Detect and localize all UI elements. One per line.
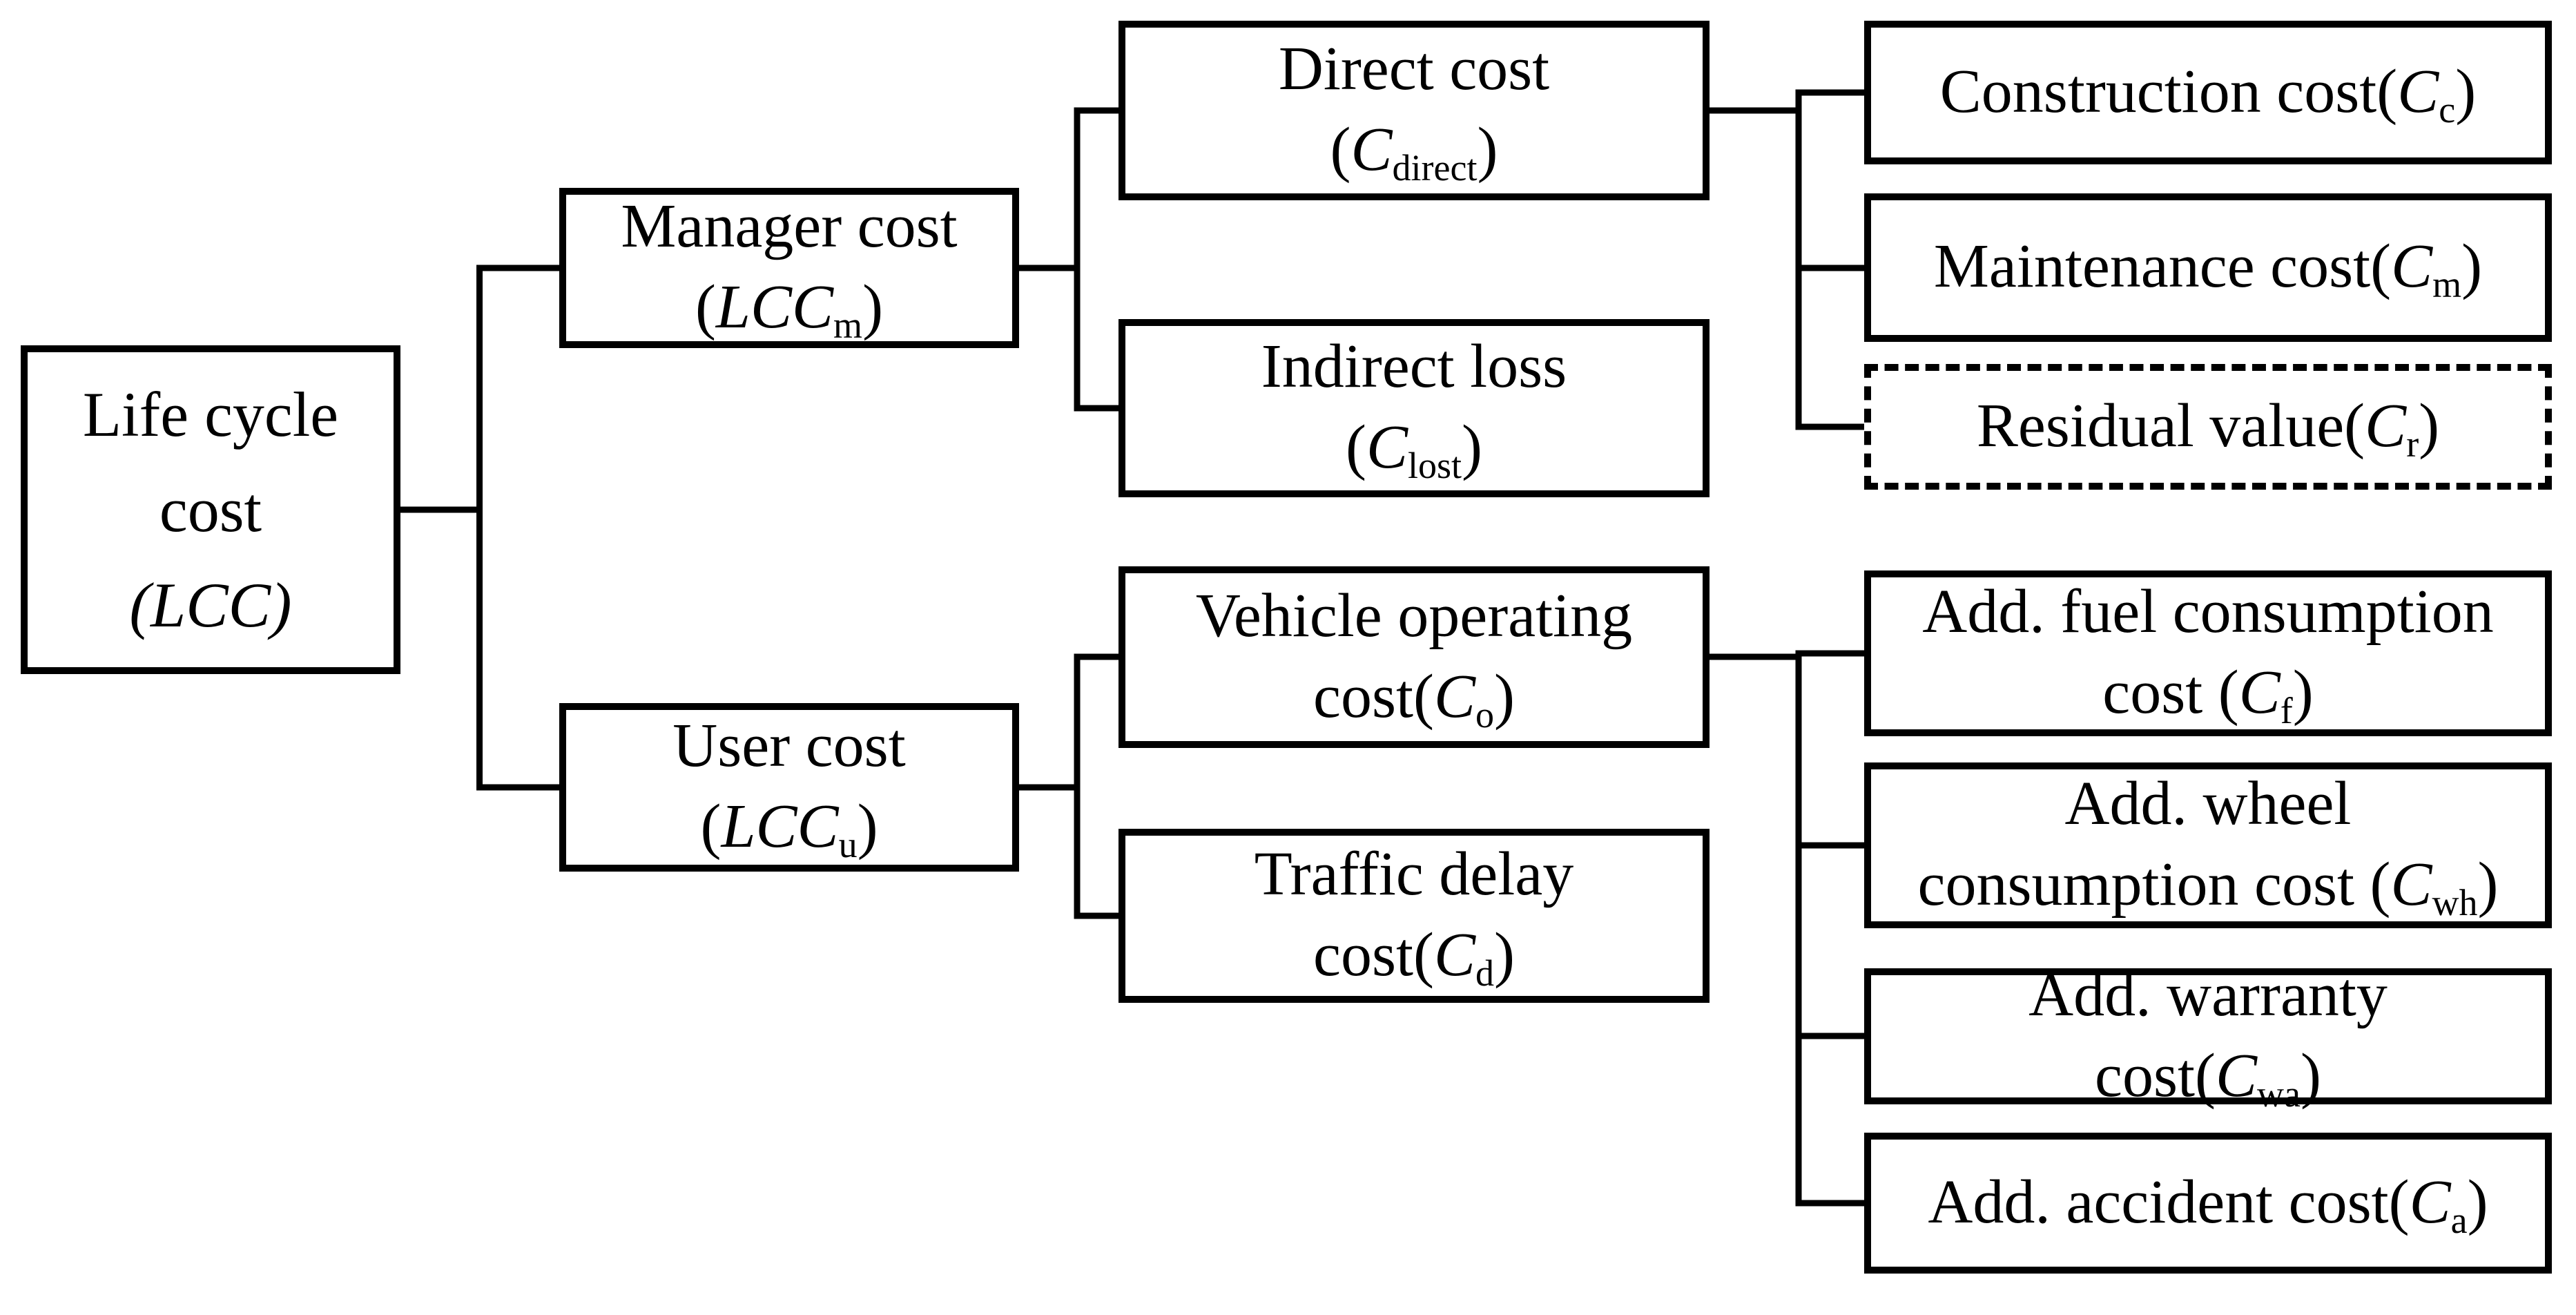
node-add-accident-cost: Add. accident cost(Ca) <box>1864 1133 2552 1274</box>
node-add-fuel-consumption-cost: Add. fuel consumption cost (Cf) <box>1864 570 2552 736</box>
node-vehicle-operating-cost: Vehicle operating cost(Co) <box>1118 566 1710 748</box>
node-residual-value: Residual value(Cr) <box>1864 364 2552 490</box>
node-label-line: (Clost) <box>1345 413 1483 487</box>
connector-lcc-children <box>397 265 563 791</box>
node-label-line: Traffic delay <box>1254 840 1574 909</box>
node-life-cycle-cost: Life cycle cost (LCC) <box>21 345 400 674</box>
node-label-line: cost (Cf) <box>2102 658 2314 732</box>
node-label-line: Construction cost(Cc) <box>1939 57 2477 131</box>
node-traffic-delay-cost: Traffic delay cost(Cd) <box>1118 829 1710 1003</box>
node-label-line: Direct cost <box>1278 35 1550 104</box>
node-label-line: Indirect loss <box>1261 332 1567 401</box>
node-label-line: Life cycle <box>82 379 339 450</box>
node-manager-cost: Manager cost (LCCm) <box>559 188 1019 348</box>
node-user-cost: User cost (LCCu) <box>559 703 1019 872</box>
node-label-line: (LCC) <box>129 570 292 640</box>
node-label-line: cost(Cwa) <box>2095 1041 2321 1115</box>
node-label-line: (Cdirect) <box>1330 115 1498 189</box>
node-label-line: consumption cost (Cwh) <box>1917 850 2499 924</box>
node-label-line: Add. wheel <box>2064 769 2352 838</box>
node-label-line: Maintenance cost(Cm) <box>1933 232 2483 306</box>
node-label-line: cost <box>159 474 262 545</box>
node-construction-cost: Construction cost(Cc) <box>1864 21 2552 164</box>
node-label-line: Add. fuel consumption <box>1922 577 2494 646</box>
node-label-line: User cost <box>672 711 906 780</box>
connector-user-children <box>1016 653 1122 919</box>
connector-vehicle-children <box>1706 650 1868 1207</box>
node-direct-cost: Direct cost (Cdirect) <box>1118 21 1710 200</box>
node-label-line: (LCCu) <box>700 792 878 866</box>
node-label-line: Add. warranty <box>2028 960 2388 1029</box>
node-label-line: (LCCm) <box>695 273 884 347</box>
node-label-line: Manager cost <box>621 192 958 261</box>
node-label-line: cost(Cd) <box>1313 921 1515 995</box>
node-label-line: cost(Co) <box>1313 662 1515 736</box>
node-label-line: Vehicle operating <box>1195 581 1633 650</box>
node-add-warranty-cost: Add. warranty cost(Cwa) <box>1864 961 2552 1115</box>
node-add-wheel-consumption-cost: Add. wheel consumption cost (Cwh) <box>1864 762 2552 928</box>
node-label-line: Residual value(Cr) <box>1976 391 2440 465</box>
node-indirect-loss: Indirect loss (Clost) <box>1118 319 1710 497</box>
connector-direct-children <box>1706 89 1868 430</box>
node-maintenance-cost: Maintenance cost(Cm) <box>1864 193 2552 342</box>
connector-manager-children <box>1016 107 1122 412</box>
node-label-line: Add. accident cost(Ca) <box>1928 1167 2488 1241</box>
